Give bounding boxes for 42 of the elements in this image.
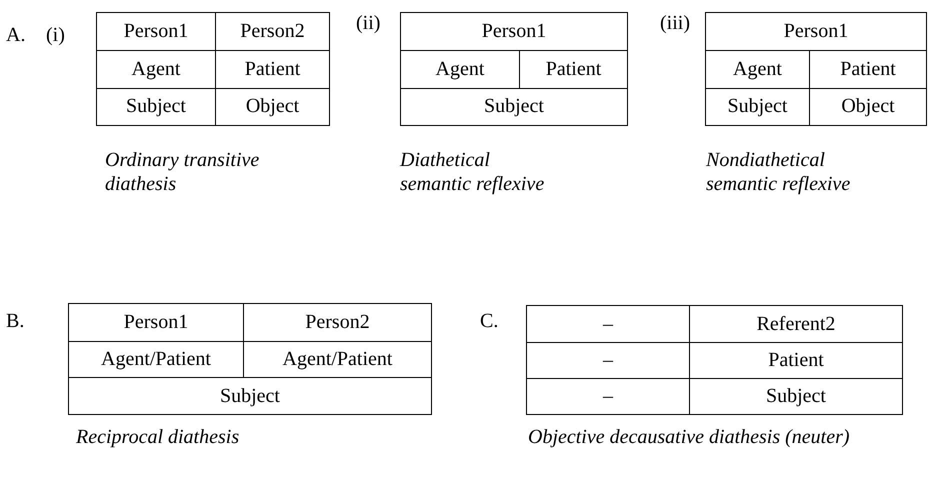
table-grid	[400, 12, 628, 126]
table-cell: –	[527, 306, 689, 342]
table-grid	[705, 12, 927, 126]
table-cell: Patient	[215, 50, 329, 88]
table-caption: Diathetical semantic reflexive	[400, 148, 546, 196]
section-label: B.	[6, 310, 24, 333]
section-label: (i)	[46, 24, 65, 47]
table-cell: –	[527, 378, 689, 414]
table-caption: Reciprocal diathesis	[76, 425, 240, 449]
table-cell: Person2	[243, 304, 431, 341]
section-label: (ii)	[356, 12, 380, 35]
table-cell: Subject	[689, 378, 902, 414]
table-cell: Person1	[401, 13, 627, 50]
table-cell: Agent	[401, 50, 519, 88]
section-label: (iii)	[660, 12, 690, 35]
table-cell: Person1	[69, 304, 243, 341]
table-grid	[526, 305, 903, 415]
table-cell: Subject	[401, 88, 627, 125]
section-label: C.	[480, 310, 498, 333]
table-cell: Patient	[689, 342, 902, 378]
table-cell: Agent	[706, 50, 809, 88]
table-cell: Subject	[69, 377, 431, 414]
table-cell: Person2	[215, 13, 329, 50]
table-cell: Object	[215, 88, 329, 125]
table-cell: Referent2	[689, 306, 902, 342]
table-cell: Patient	[809, 50, 926, 88]
table-cell: Subject	[706, 88, 809, 125]
table-cell: Person1	[97, 13, 215, 50]
table-cell: Agent	[97, 50, 215, 88]
table-caption: Nondiathetical semantic reflexive	[706, 148, 852, 196]
table-cell: Subject	[97, 88, 215, 125]
table-cell: Agent/Patient	[243, 340, 431, 378]
table-caption: Ordinary transitive diathesis	[105, 148, 260, 196]
section-label: A.	[6, 24, 26, 47]
table-cell: –	[527, 342, 689, 378]
table-cell: Agent/Patient	[69, 340, 243, 378]
table-grid	[96, 12, 330, 126]
table-cell: Object	[809, 88, 926, 125]
table-cell: Patient	[519, 50, 627, 88]
table-cell: Person1	[706, 13, 926, 50]
table-caption: Objective decausative diathesis (neuter)	[528, 425, 851, 449]
table-grid	[68, 303, 432, 415]
